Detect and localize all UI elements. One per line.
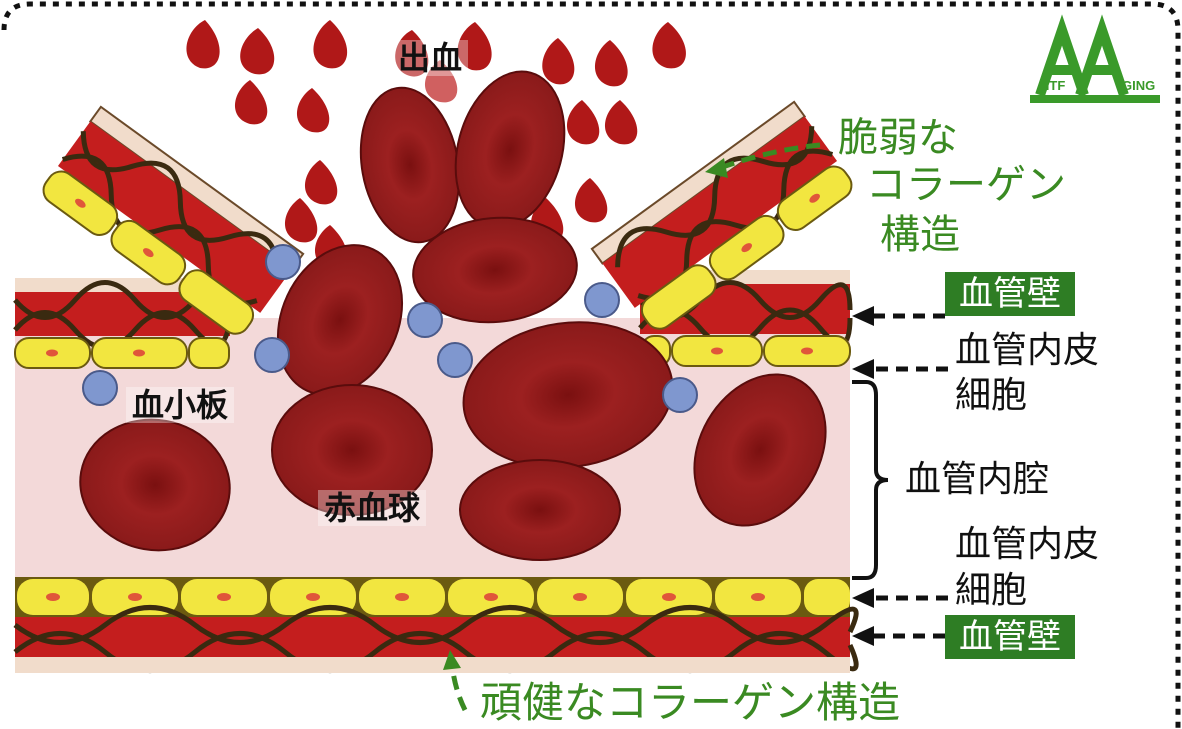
- label-bleeding: 出血: [392, 40, 468, 76]
- rbc: [460, 460, 620, 560]
- label-fragile-line1: 脆弱な: [838, 118, 958, 158]
- label-wall-bottom: 血管壁: [945, 615, 1075, 659]
- label-endothelium-top-line2: 細胞: [955, 378, 1027, 414]
- platelet: [255, 338, 289, 372]
- label-lumen: 血管内腔: [905, 462, 1049, 498]
- platelet: [408, 303, 442, 337]
- label-endothelium-top-line1: 血管内皮: [955, 333, 1099, 369]
- rbc: [349, 80, 471, 250]
- anti-aging-logo: NTF GING: [1030, 30, 1160, 103]
- label-wall-top: 血管壁: [945, 272, 1075, 316]
- logo-text-left: NTF: [1040, 78, 1065, 93]
- bottom-wall: [15, 608, 856, 674]
- lumen-bracket: [852, 382, 888, 578]
- platelet: [663, 378, 697, 412]
- platelet: [438, 343, 472, 377]
- bottom-endothelium: [15, 577, 850, 617]
- logo-text-right: GING: [1122, 78, 1155, 93]
- platelet: [585, 283, 619, 317]
- rbc: [439, 59, 581, 240]
- label-fragile-line3: 構造: [880, 215, 960, 255]
- label-fragile-line2: コラーゲン: [866, 165, 1066, 205]
- platelet: [83, 371, 117, 405]
- label-endothelium-bottom-line1: 血管内皮: [955, 527, 1099, 563]
- label-rbc: 赤血球: [318, 490, 426, 526]
- upper-left-endothelium: [15, 338, 229, 368]
- platelet: [266, 245, 300, 279]
- label-platelet: 血小板: [126, 387, 234, 423]
- label-endothelium-bottom-line2: 細胞: [955, 573, 1027, 609]
- label-sturdy-collagen: 頑健なコラーゲン構造: [480, 682, 900, 724]
